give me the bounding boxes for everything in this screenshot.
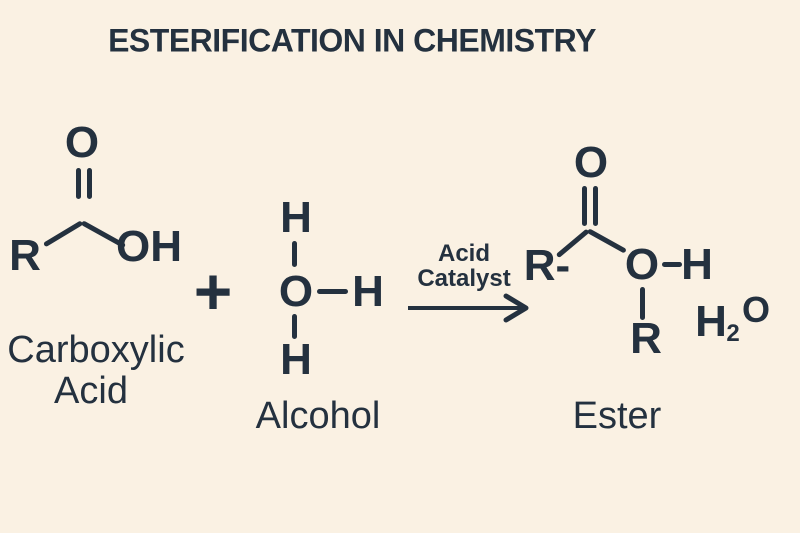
- ester-c-o-bond: [586, 228, 627, 254]
- water-h-atom: H: [695, 297, 727, 346]
- ester-carbonyl-oxygen-atom: O: [573, 138, 609, 187]
- carboxylic-r-group-atom: R: [9, 231, 41, 280]
- ester-r-group-atom: R-: [523, 241, 571, 290]
- alcohol-h-o-bond-top: [292, 241, 297, 267]
- catalyst-label-line2: Catalyst: [417, 265, 511, 292]
- alcohol-o-h-bond-right: [317, 289, 348, 294]
- ester-r-bottom-atom: R: [630, 314, 662, 363]
- alcohol-label: Alcohol: [255, 395, 381, 437]
- ester-double-bond-line-2: [593, 186, 598, 226]
- carboxylic-acid-label-line1: Carboxylic: [7, 329, 185, 371]
- page-title: ESTERIFICATION IN CHEMISTRY: [108, 22, 596, 59]
- alcohol-h-bottom-atom: H: [280, 335, 312, 384]
- plus-sign: +: [193, 254, 233, 328]
- carboxylic-carbonyl-oxygen-atom: O: [64, 118, 100, 167]
- water-o-atom: O: [741, 289, 771, 330]
- ester-double-bond-line-1: [582, 186, 587, 226]
- ester-ether-oxygen-atom: O: [624, 240, 660, 289]
- carboxylic-hydroxyl-atom: OH: [116, 222, 182, 271]
- catalyst-label: Acid Catalyst: [417, 241, 510, 291]
- alcohol-h-top-atom: H: [280, 193, 312, 242]
- ester-o-r-bond: [640, 287, 645, 320]
- ester-label: Ester: [572, 395, 662, 437]
- carboxylic-double-bond-line-2: [87, 168, 92, 199]
- alcohol-h-right-atom: H: [352, 267, 384, 316]
- alcohol-o-h-bond-bottom: [292, 314, 297, 339]
- ester-o-h-bond: [662, 262, 682, 267]
- carboxylic-double-bond-line-1: [76, 168, 81, 199]
- catalyst-label-line1: Acid: [437, 240, 490, 267]
- carboxylic-acid-label-line2: Acid: [54, 370, 128, 412]
- water-subscript-2: 2: [726, 320, 740, 347]
- ester-h-atom: H: [681, 240, 713, 289]
- alcohol-oxygen-atom: O: [278, 267, 314, 316]
- reaction-arrow-icon: [408, 293, 529, 323]
- carboxylic-c-r-bond: [42, 220, 84, 248]
